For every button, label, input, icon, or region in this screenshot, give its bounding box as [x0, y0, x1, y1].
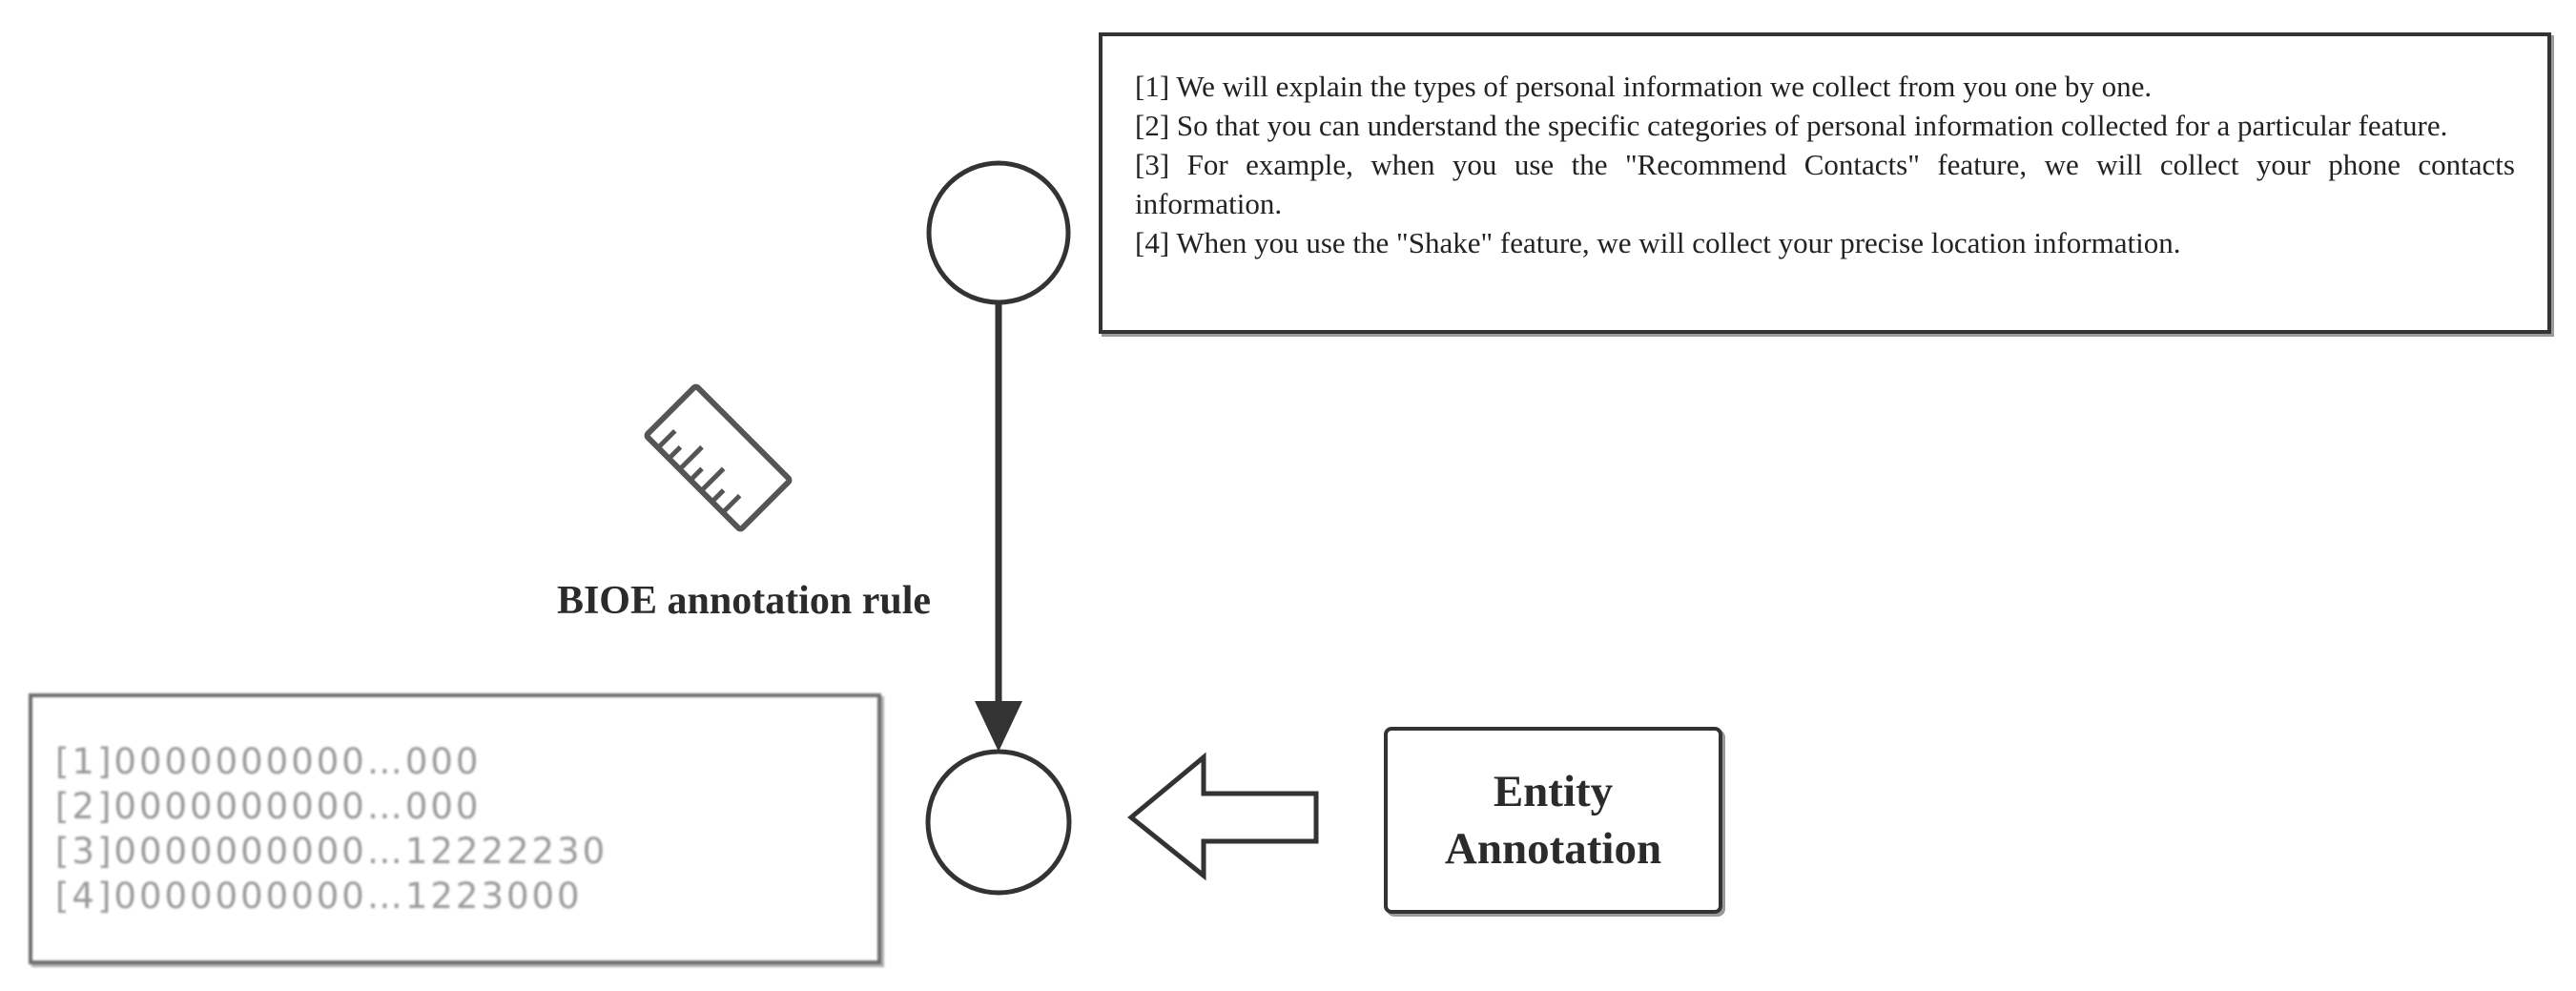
policy-text-box: [1] We will explain the types of persona… — [1099, 32, 2551, 334]
policy-sentence-1: [1] We will explain the types of persona… — [1135, 70, 2153, 103]
flow-arrowhead — [975, 701, 1022, 752]
bioe-rule-label: BIOE annotation rule — [556, 579, 932, 623]
policy-sentence-4: [4] When you use the "Shake" feature, we… — [1135, 226, 2181, 259]
left-block-arrow — [1127, 752, 1319, 881]
entity-annotation-box: Entity Annotation — [1384, 727, 1722, 914]
label-sequence-row-1: [1]0000000000…000 — [55, 741, 482, 782]
label-sequence-row-3: [3]0000000000…12222230 — [55, 831, 608, 872]
entity-annotation-line-2: Annotation — [1444, 824, 1662, 874]
top-node — [926, 160, 1071, 305]
ruler-icon — [644, 383, 793, 532]
policy-sentence-3: [3] For example, when you use the "Recom… — [1135, 148, 2515, 220]
bottom-node — [925, 749, 1072, 896]
policy-sentence-2: [2] So that you can understand the speci… — [1135, 109, 2448, 142]
label-sequence-row-4: [4]0000000000…1223000 — [55, 876, 583, 917]
entity-annotation-line-1: Entity — [1493, 767, 1614, 816]
label-sequence-row-2: [2]0000000000…000 — [55, 786, 482, 827]
label-sequence-box: [1]0000000000…000 [2]0000000000…000 [3]0… — [29, 693, 881, 964]
